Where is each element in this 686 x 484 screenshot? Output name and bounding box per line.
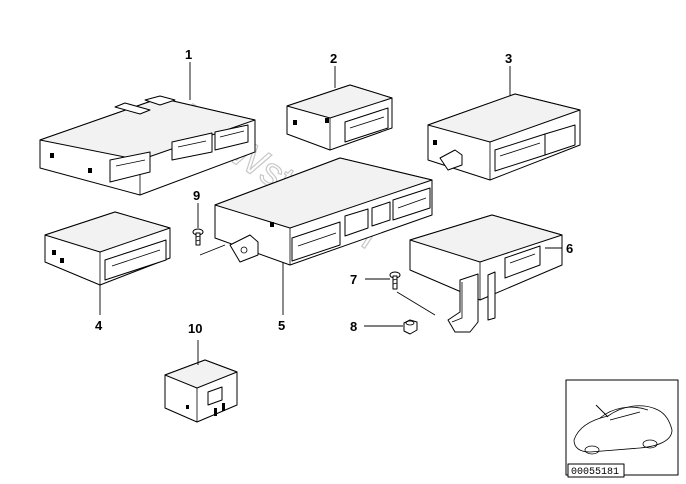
label-1: 1: [185, 47, 192, 62]
part-2-module[interactable]: [286, 84, 393, 151]
part-9-screw[interactable]: [192, 228, 204, 246]
part-5-central-unit[interactable]: [214, 157, 433, 266]
part-10-relay[interactable]: [164, 359, 238, 423]
leader-7-dashed: [396, 291, 436, 316]
label-3: 3: [505, 51, 512, 66]
leader-9-dashed: [199, 244, 226, 256]
label-7: 7: [350, 272, 357, 287]
label-4: 4: [95, 318, 103, 333]
part-1-control-unit[interactable]: [39, 95, 256, 196]
part-6-bracket-module[interactable]: [409, 214, 563, 333]
part-7-screw[interactable]: [389, 271, 401, 290]
label-2: 2: [330, 51, 337, 66]
label-9: 9: [193, 188, 200, 203]
part-3-control-module[interactable]: [427, 93, 581, 181]
part-8-nut[interactable]: [403, 319, 418, 335]
label-6: 6: [566, 241, 573, 256]
reference-code: 00055181: [571, 467, 619, 478]
label-10: 10: [188, 321, 202, 336]
part-4-module[interactable]: [44, 211, 171, 286]
label-8: 8: [350, 319, 357, 334]
reference-code-box: [567, 463, 625, 478]
label-5: 5: [278, 318, 285, 333]
reference-car-thumbnail: [565, 379, 679, 476]
